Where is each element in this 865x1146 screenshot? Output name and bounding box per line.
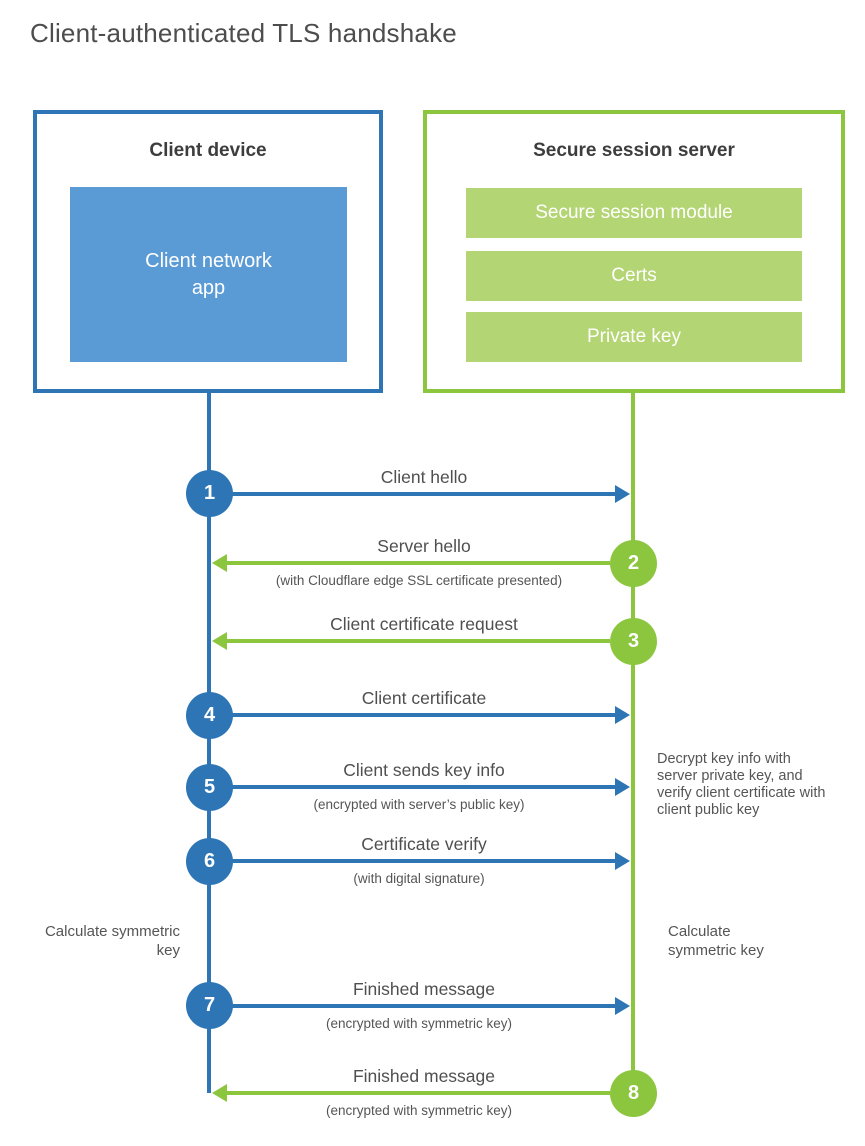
right-arrow: [232, 778, 630, 796]
server-module-bar: Certs: [466, 251, 802, 301]
step-number-badge: 7: [186, 982, 233, 1029]
step-number-badge: 6: [186, 838, 233, 885]
secure-session-server-box: Secure session server Secure session mod…: [423, 110, 845, 393]
message-subtitle: (with Cloudflare edge SSL certificate pr…: [275, 573, 563, 588]
message-label: Server hello: [377, 536, 471, 556]
message-subtitle: (with digital signature): [353, 871, 485, 886]
client-network-app-box: Client network app: [70, 187, 347, 362]
message-label: Client sends key info: [343, 760, 505, 780]
left-arrow: [212, 632, 610, 650]
client-device-heading: Client device: [149, 140, 267, 161]
server-module-bar: Private key: [466, 312, 802, 362]
client-lifeline: [207, 393, 211, 1093]
message-subtitle: (encrypted with server’s public key): [313, 797, 525, 812]
secure-session-server-heading: Secure session server: [533, 140, 735, 161]
message-label: Certificate verify: [361, 834, 487, 854]
step-number-badge: 8: [610, 1070, 657, 1117]
decrypt-key-note: Decrypt key info with server private key…: [657, 751, 826, 818]
step-number-badge: 1: [186, 470, 233, 517]
step-number-badge: 3: [610, 618, 657, 665]
message-subtitle: (encrypted with symmetric key): [325, 1016, 513, 1031]
calculate-symmetric-key-note-server: Calculate symmetric key: [668, 923, 764, 959]
right-arrow: [232, 706, 630, 724]
right-arrow: [232, 997, 630, 1015]
client-device-box: Client device Client network app: [33, 110, 383, 393]
right-arrow: [232, 852, 630, 870]
page-title: Client-authenticated TLS handshake: [30, 18, 457, 48]
message-label: Client certificate request: [330, 614, 518, 634]
server-module-bar: Secure session module: [466, 188, 802, 238]
right-arrow: [232, 485, 630, 503]
step-number-badge: 4: [186, 692, 233, 739]
step-number-badge: 5: [186, 764, 233, 811]
calculate-symmetric-key-note-client: Calculate symmetric key: [44, 923, 180, 959]
server-lifeline: [631, 393, 635, 1093]
message-label: Finished message: [352, 979, 496, 999]
message-label: Client hello: [380, 467, 468, 487]
left-arrow: [212, 1084, 610, 1102]
left-arrow: [212, 554, 610, 572]
message-subtitle: (encrypted with symmetric key): [325, 1103, 513, 1118]
step-number-badge: 2: [610, 540, 657, 587]
client-network-app-label: Client network app: [145, 249, 272, 299]
message-label: Finished message: [352, 1066, 496, 1086]
message-label: Client certificate: [361, 688, 487, 708]
